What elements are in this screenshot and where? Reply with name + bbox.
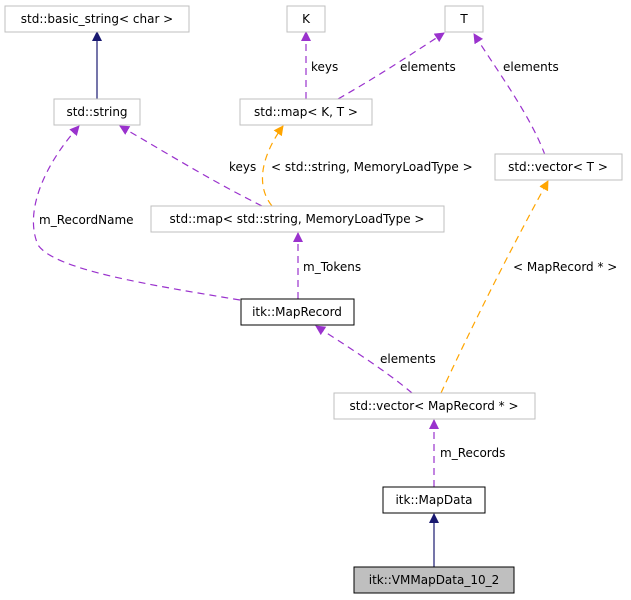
node-map-kt-label: std::map< K, T > bbox=[254, 105, 358, 119]
node-vector-maprecord[interactable]: std::vector< MapRecord * > bbox=[333, 392, 536, 420]
node-itk-mapdata-label: itk::MapData bbox=[395, 493, 472, 507]
node-std-string[interactable]: std::string bbox=[53, 98, 141, 126]
edge-label-template-map: < std::string, MemoryLoadType > bbox=[271, 160, 473, 174]
node-t[interactable]: T bbox=[444, 5, 484, 33]
edge-label-m-tokens: m_Tokens bbox=[303, 260, 361, 274]
node-map-string-memoryloadtype[interactable]: std::map< std::string, MemoryLoadType > bbox=[150, 205, 445, 233]
node-basic-string-label: std::basic_string< char > bbox=[21, 12, 174, 26]
node-k[interactable]: K bbox=[286, 5, 326, 33]
node-itk-vmmapdata-10-2[interactable]: itk::VMMapData_10_2 bbox=[353, 566, 515, 594]
node-basic-string[interactable]: std::basic_string< char > bbox=[4, 5, 190, 33]
edges bbox=[32, 31, 549, 567]
node-vector-t-label: std::vector< T > bbox=[508, 160, 608, 174]
node-map-string-memoryloadtype-label: std::map< std::string, MemoryLoadType > bbox=[170, 212, 425, 226]
node-itk-mapdata[interactable]: itk::MapData bbox=[382, 486, 486, 514]
node-map-kt[interactable]: std::map< K, T > bbox=[239, 98, 373, 126]
edge-label-keys-k: keys bbox=[311, 60, 338, 74]
node-vector-maprecord-label: std::vector< MapRecord * > bbox=[349, 399, 518, 413]
edge-map-kt-elements-t bbox=[337, 32, 445, 100]
edge-label-elements-t-vector: elements bbox=[503, 60, 559, 74]
edge-label-template-vector: < MapRecord * > bbox=[513, 260, 617, 274]
edge-labels: keys elements elements keys < std::strin… bbox=[39, 60, 617, 460]
edge-vector-t-elements-t bbox=[473, 33, 546, 156]
edge-label-keys-string: keys bbox=[229, 160, 256, 174]
edge-maprecord-m-recordname-string bbox=[32, 125, 241, 301]
node-t-label: T bbox=[459, 12, 468, 26]
node-std-string-label: std::string bbox=[66, 105, 127, 119]
edge-label-m-recordname: m_RecordName bbox=[39, 213, 134, 227]
edge-vector-maprecord-template-vector-t bbox=[440, 180, 549, 394]
node-itk-maprecord[interactable]: itk::MapRecord bbox=[240, 298, 355, 326]
node-vector-t[interactable]: std::vector< T > bbox=[494, 153, 623, 181]
edge-label-m-records: m_Records bbox=[440, 446, 505, 460]
node-itk-maprecord-label: itk::MapRecord bbox=[252, 305, 342, 319]
node-itk-vmmapdata-10-2-label: itk::VMMapData_10_2 bbox=[369, 573, 500, 587]
node-k-label: K bbox=[302, 12, 311, 26]
edge-label-elements-maprecord: elements bbox=[380, 352, 436, 366]
edge-map-string-mlt-template-map-kt bbox=[261, 125, 284, 207]
edge-label-elements-t-map: elements bbox=[400, 60, 456, 74]
